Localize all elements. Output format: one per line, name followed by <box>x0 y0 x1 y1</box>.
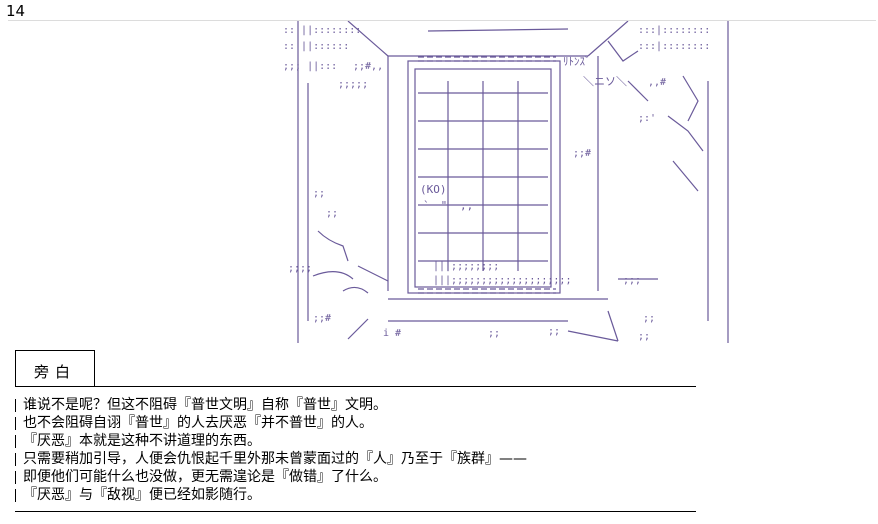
ascii-art-illustration: :: ||:::::::: :: ||:::::: ;;; ||::: ;;#,… <box>283 21 729 343</box>
svg-text:;;#: ;;# <box>573 148 591 159</box>
svg-text:;;: ;; <box>313 188 325 199</box>
art-dots: :: ||:::::::: :: ||:::::: ;;; ||::: ;;#,… <box>283 25 710 342</box>
svg-text:;;; ||:::: ;;; ||::: <box>283 61 337 72</box>
sign-text: ﾘﾄﾝｽﾞ <box>563 55 591 68</box>
svg-text::: ||::::::: :: ||:::::: <box>283 41 349 52</box>
svg-text:;;: ;; <box>548 326 560 337</box>
narration-top-rule <box>15 386 696 387</box>
svg-text:;;: ;; <box>488 328 500 339</box>
narration-line: 即便他们可能什么也没做，更无需遑论是『做错』了什么。 <box>15 468 696 486</box>
art-text: ﾘﾄﾝｽﾞ ＼ニソ＼ (KO) `ー" ,, <box>420 55 627 212</box>
narration-line: 也不会阻碍自诩『普世』的人去厌恶『并不普世』的人。 <box>15 414 696 432</box>
narration-line: 『厌恶』本就是这种不讲道理的东西。 <box>15 432 696 450</box>
svg-text::::|::::::::: :::|:::::::: <box>638 41 710 52</box>
art-panel: :: ||:::::::: :: ||:::::: ;;; ||::: ;;#,… <box>8 20 876 343</box>
svg-text:,,#: ,,# <box>648 77 666 88</box>
svg-text:,,: ,, <box>460 199 473 212</box>
svg-text::: ||::::::::: :: ||:::::::: <box>283 25 361 36</box>
narration-tab-label: 旁白 <box>34 363 77 381</box>
page-number: 14 <box>6 2 26 20</box>
svg-text:;;: ;; <box>326 208 338 219</box>
svg-text:;:': ;:' <box>638 113 656 124</box>
svg-text:;;: ;; <box>643 313 655 324</box>
narration-line: 谁说不是呢？但这不阻碍『普世文明』自称『普世』文明。 <box>15 396 696 414</box>
svg-text:|||;;;;;;;;;;;;;;;;;;;;: |||;;;;;;;;;;;;;;;;;;;; <box>433 275 571 286</box>
svg-text:;;#: ;;# <box>313 313 331 324</box>
svg-text:i #: i # <box>383 328 401 339</box>
narration-body: 谁说不是呢？但这不阻碍『普世文明』自称『普世』文明。 也不会阻碍自诩『普世』的人… <box>15 396 696 504</box>
narration-line: 『厌恶』与『敌视』便已经如影随行。 <box>15 486 696 504</box>
svg-text:|||;;;;;;;;: |||;;;;;;;; <box>433 261 499 272</box>
svg-text:;;: ;; <box>638 331 650 342</box>
svg-text:`ー": `ー" <box>423 199 447 212</box>
svg-text:;;#,,: ;;#,, <box>353 61 383 72</box>
svg-text:;;;: ;;; <box>623 275 641 286</box>
face-text: (KO) <box>420 183 447 196</box>
svg-text:;;;;;: ;;;;; <box>338 79 368 90</box>
narration-bottom-rule <box>15 511 696 512</box>
narration-tab: 旁白 <box>15 350 95 386</box>
svg-text:;;;;: ;;;; <box>288 263 312 274</box>
svg-text::::|::::::::: :::|:::::::: <box>638 25 710 36</box>
art-lines <box>297 21 729 343</box>
narration-line: 只需要稍加引导，人便会仇恨起千里外那未曾蒙面过的『人』乃至于『族群』—— <box>15 450 696 468</box>
svg-text:＼ニソ＼: ＼ニソ＼ <box>583 75 627 88</box>
